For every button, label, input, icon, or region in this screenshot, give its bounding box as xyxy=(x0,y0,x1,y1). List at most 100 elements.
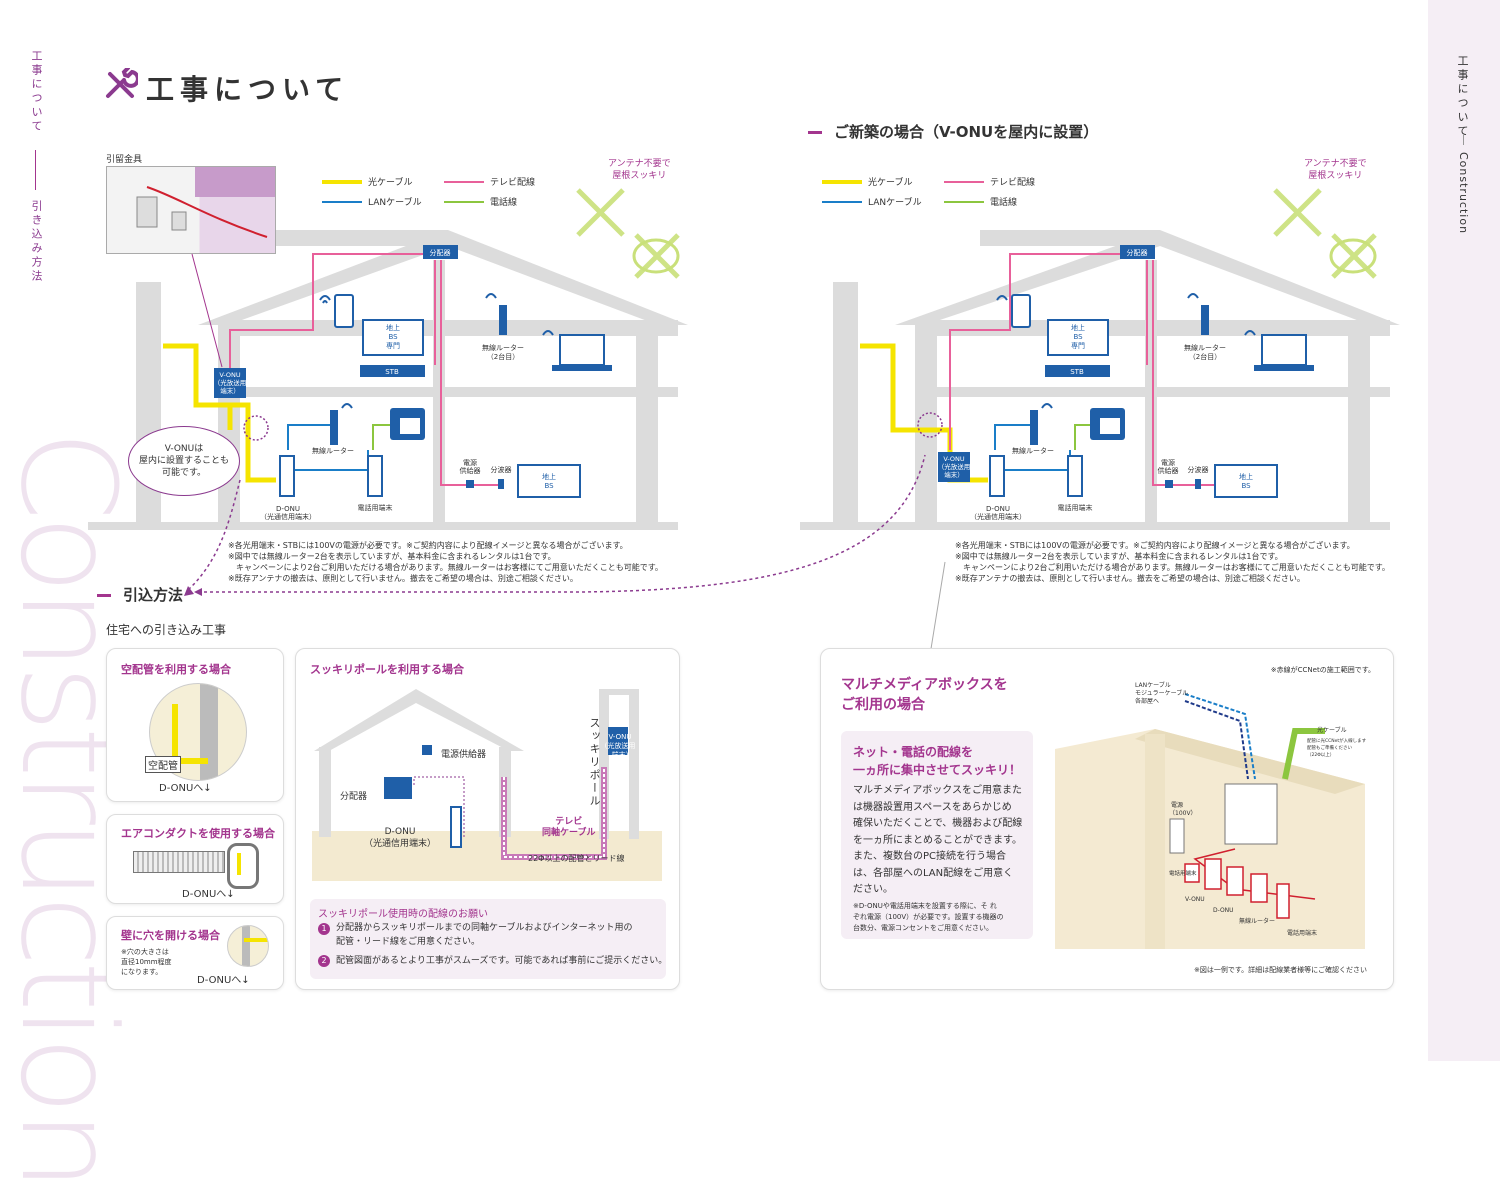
hikikomi-dash xyxy=(97,594,111,597)
svg-text:配管もご準備ください: 配管もご準備ください xyxy=(1307,744,1352,751)
svg-text:地上: 地上 xyxy=(542,472,556,481)
svg-text:BS: BS xyxy=(544,482,554,490)
svg-text:端末）: 端末） xyxy=(220,386,240,395)
card-empty-pipe-title: 空配管を利用する場合 xyxy=(121,663,231,676)
page-title: 工事について xyxy=(146,73,350,106)
svg-text:（22Φ以上）: （22Φ以上） xyxy=(1307,751,1334,758)
svg-text:（光放送用: （光放送用 xyxy=(938,462,971,471)
sidebar-left-subtitle: 引き込み方法 xyxy=(30,200,43,284)
red-note: ※赤線がCCNetの施工範囲です。 xyxy=(1270,666,1375,674)
multimedia-body: マルチメディアボックスをご用意また は機器設置用スペースをあらかじめ 確保いただ… xyxy=(853,785,1023,895)
hikidome-image xyxy=(106,166,276,254)
svg-text:供給器: 供給器 xyxy=(1158,466,1179,475)
svg-text:地上: 地上 xyxy=(1071,323,1085,332)
svg-text:無線ルーター: 無線ルーター xyxy=(1012,446,1054,455)
tools-icon xyxy=(106,68,138,98)
hikidome-leader xyxy=(191,253,223,368)
house-diagram-left: 分配器 地上 BS 専門 STB 無線ルーター （2台目） 無線ルーター D-O… xyxy=(88,188,688,530)
svg-text:（2台目）: （2台目） xyxy=(487,352,519,361)
svg-text:無線ルーター: 無線ルーター xyxy=(482,343,524,352)
legend-lan-r: LANケーブル xyxy=(868,198,922,208)
svg-text:光ケーブル: 光ケーブル xyxy=(1317,726,1347,734)
svg-text:電源: 電源 xyxy=(463,458,477,467)
svg-text:電話用端末: 電話用端末 xyxy=(1169,869,1197,877)
sidebar-left-title: 工事について xyxy=(30,50,43,134)
dashed-arrows xyxy=(184,454,926,596)
svg-text:地上: 地上 xyxy=(386,323,400,332)
svg-text:専門: 専門 xyxy=(386,341,400,350)
sukkiri-vonu-label: V-ONU (光放送用 端末) xyxy=(604,733,636,759)
legend-phone-r: 電話線 xyxy=(990,198,1018,208)
vonu-bubble: V-ONUは 屋内に設置することも 可能です。 xyxy=(128,426,240,496)
svg-text:電源: 電源 xyxy=(1161,458,1175,467)
card-wall-hole-title: 壁に穴を開ける場合 xyxy=(121,929,220,942)
duct-image xyxy=(227,843,259,889)
svg-text:電源: 電源 xyxy=(1171,801,1183,809)
svg-text:無線ルーター: 無線ルーター xyxy=(312,446,354,455)
sukkiri-dist-label: 分配器 xyxy=(340,792,368,802)
svg-text:供給器: 供給器 xyxy=(460,466,481,475)
card-multimedia-box: マルチメディアボックスを ご利用の場合 ※赤線がCCNetの施工範囲です。 ネッ… xyxy=(820,648,1394,990)
svg-text:（2台目）: （2台目） xyxy=(1189,352,1221,361)
sukkiri-power-label: 電源供給器 xyxy=(441,750,487,760)
svg-text:電話用端末: 電話用端末 xyxy=(358,503,393,512)
sidebar-right-subtitle: Construction xyxy=(1457,152,1470,235)
notes-right: ※各光用端末・STBには100Vの電源が必要です。※ご契約内容により配線イメージ… xyxy=(955,541,1390,583)
aircon-image xyxy=(133,851,225,873)
svg-text:（光通信用端末）: （光通信用端末） xyxy=(260,512,316,521)
hikikomi-subtitle: 住宅への引き込み工事 xyxy=(106,623,227,637)
svg-text:STB: STB xyxy=(1070,368,1084,376)
svg-text:STB: STB xyxy=(385,368,399,376)
svg-text:V-ONU: V-ONU xyxy=(219,371,241,379)
svg-text:分配器: 分配器 xyxy=(430,248,451,257)
num-1: 1 xyxy=(318,923,330,935)
svg-text:無線ルーター: 無線ルーター xyxy=(1239,917,1275,925)
sukkiri-request-title: スッキリポール使用時の配線のお願い xyxy=(318,909,488,920)
svg-text:地上: 地上 xyxy=(1239,472,1253,481)
new-build-title-text: ご新築の場合（V-ONUを屋内に設置） xyxy=(834,123,1099,141)
card-sukkiri-title: スッキリポールを利用する場合 xyxy=(310,663,464,676)
card-empty-pipe: 空配管を利用する場合 空配管 D-ONUへ↓ xyxy=(106,648,284,802)
notes-left: ※各光用端末・STBには100Vの電源が必要です。※ご契約内容により配線イメージ… xyxy=(228,541,663,583)
svg-text:無線ルーター: 無線ルーター xyxy=(1184,343,1226,352)
sukkiri-request-item1: 分配器からスッキリポールまでの同軸ケーブルおよびインターネット用の 配管・リード… xyxy=(336,923,633,947)
svg-text:分配器: 分配器 xyxy=(1127,248,1148,257)
title-dash xyxy=(808,131,822,134)
legend-phone: 電話線 xyxy=(490,198,518,208)
card-wall-hole-arrow: D-ONUへ↓ xyxy=(197,975,250,986)
legend-tv: テレビ配線 xyxy=(490,178,536,188)
card-aircon-duct: エアコンダクトを使用する場合 D-ONUへ↓ xyxy=(106,814,284,904)
hikikomi-title: 引込方法 xyxy=(97,584,183,605)
antenna-note-left: アンテナ不要で 屋根スッキリ xyxy=(608,159,671,181)
antenna-note-right: アンテナ不要で 屋根スッキリ xyxy=(1304,159,1367,181)
svg-text:分波器: 分波器 xyxy=(491,465,512,474)
svg-text:端末）: 端末） xyxy=(944,470,964,479)
card-multimedia-title: マルチメディアボックスを ご利用の場合 xyxy=(841,677,1008,713)
sidebar-left-divider xyxy=(35,150,36,190)
multimedia-small-note: ※D-ONUや電話用端末を設置する際に、そ れ ぞれ電源（100V）が必要です。… xyxy=(853,902,1004,932)
svg-text:D-ONU: D-ONU xyxy=(1213,907,1234,914)
sidebar-left: 工事について xyxy=(28,50,44,134)
card-aircon-arrow: D-ONUへ↓ xyxy=(182,889,235,900)
svg-text:電話用端末: 電話用端末 xyxy=(1058,503,1093,512)
sukkiri-pole-label: スッキリポール xyxy=(588,717,601,808)
sidebar-right-divider xyxy=(1463,135,1464,145)
sukkiri-diagram: 22Φ以上の配管とリード線 xyxy=(312,689,662,881)
svg-text:BS: BS xyxy=(1073,333,1083,341)
house-diagram-right: 分配器 地上 BS 専門 STB 無線ルーター （2台目） 無線ルーター D-O… xyxy=(800,188,1400,530)
sukkiri-request-item2: 配管図面があるとより工事がスムーズです。可能であれば事前にご提示ください。 xyxy=(336,956,668,966)
svg-text:電話用端末: 電話用端末 xyxy=(1287,929,1317,937)
hikikomi-title-text: 引込方法 xyxy=(123,586,184,604)
sidebar-right xyxy=(1428,0,1500,1061)
legend-tv-r: テレビ配線 xyxy=(990,178,1036,188)
multimedia-info-box: ネット・電話の配線を 一ヵ所に集中させてスッキリ！ マルチメディアボックスをご用… xyxy=(841,731,1033,939)
watermark: Construction xyxy=(0,430,144,1186)
leader-line-right xyxy=(929,561,946,656)
svg-text:（光放送用: （光放送用 xyxy=(214,378,247,387)
legend-lan: LANケーブル xyxy=(368,198,422,208)
svg-text:D-ONU: D-ONU xyxy=(986,505,1010,513)
svg-text:（100V）: （100V） xyxy=(1169,810,1197,817)
svg-text:V-ONU: V-ONU xyxy=(1185,896,1205,903)
svg-text:モジュラーケーブル: モジュラーケーブル xyxy=(1135,689,1188,697)
svg-text:（光通信用端末）: （光通信用端末） xyxy=(970,512,1026,521)
